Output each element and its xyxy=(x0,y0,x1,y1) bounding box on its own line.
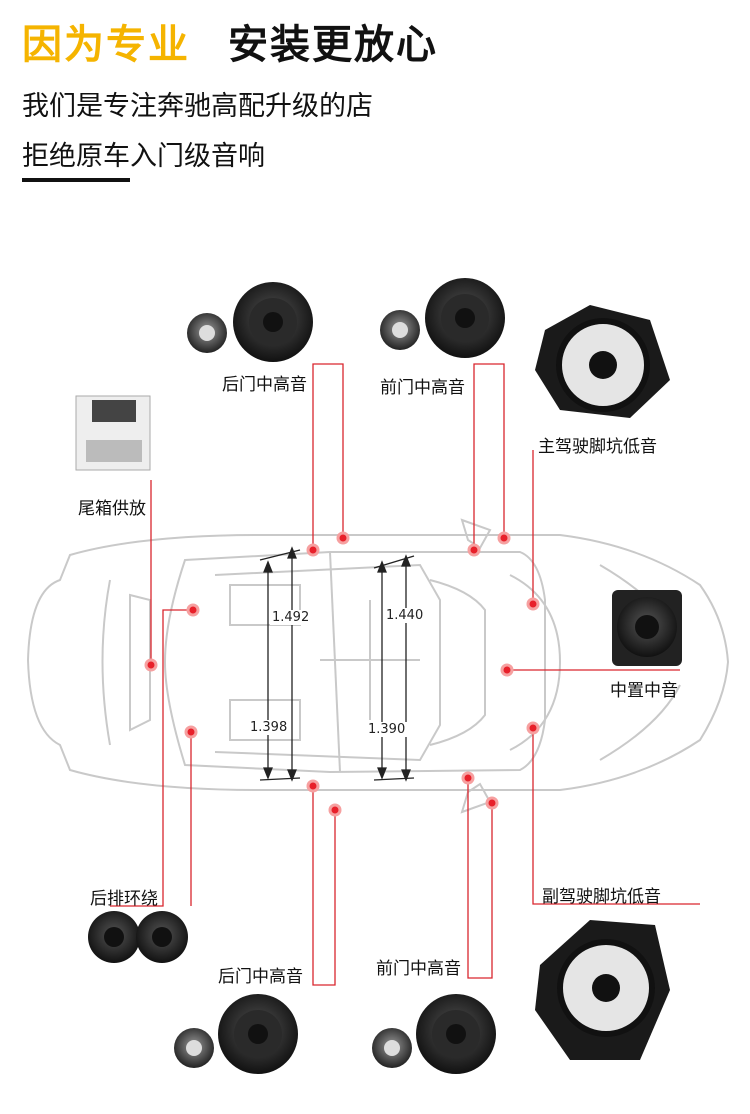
subtitle-line-1: 我们是专注奔驰高配升级的店 xyxy=(22,91,373,122)
speaker-markers xyxy=(144,531,540,817)
trunk-amplifier-icon xyxy=(75,395,151,471)
rear-surround-speaker-icon xyxy=(88,911,188,963)
center-speaker-icon xyxy=(612,590,682,666)
label-driver-sub: 主驾驶脚坑低音 xyxy=(538,437,657,457)
header-underline xyxy=(22,178,130,182)
dimension-lines xyxy=(259,546,415,782)
rear-door-speaker-icon-top xyxy=(187,282,313,362)
dimension-front-bottom: 1.390 xyxy=(366,722,408,737)
dimension-rear-top: 1.492 xyxy=(270,610,312,625)
dimension-front-top: 1.440 xyxy=(384,608,426,623)
subtitle-line-2: 拒绝原车入门级音响 xyxy=(22,141,265,172)
label-rear-door-top: 后门中高音 xyxy=(222,375,307,395)
rear-door-speaker-icon-bottom xyxy=(174,994,298,1074)
label-passenger-sub: 副驾驶脚坑低音 xyxy=(542,887,661,907)
driver-subwoofer-icon xyxy=(535,305,670,418)
label-rear-door-bottom: 后门中高音 xyxy=(218,967,303,987)
leader-lines xyxy=(110,363,700,986)
label-front-door-bottom: 前门中高音 xyxy=(376,959,461,979)
title-highlight: 因为专业 xyxy=(22,22,190,68)
front-door-speaker-icon-top xyxy=(380,278,505,358)
front-door-speaker-icon-bottom xyxy=(372,994,496,1074)
label-front-door-top: 前门中高音 xyxy=(380,378,465,398)
passenger-subwoofer-icon xyxy=(535,920,670,1060)
label-trunk-amp: 尾箱供放 xyxy=(78,499,146,519)
car-outline xyxy=(26,534,730,791)
label-center-mid: 中置中音 xyxy=(610,681,678,701)
title-main: 安装更放心 xyxy=(228,22,438,68)
label-rear-surround: 后排环绕 xyxy=(90,889,158,909)
dimension-rear-bottom: 1.398 xyxy=(248,720,290,735)
